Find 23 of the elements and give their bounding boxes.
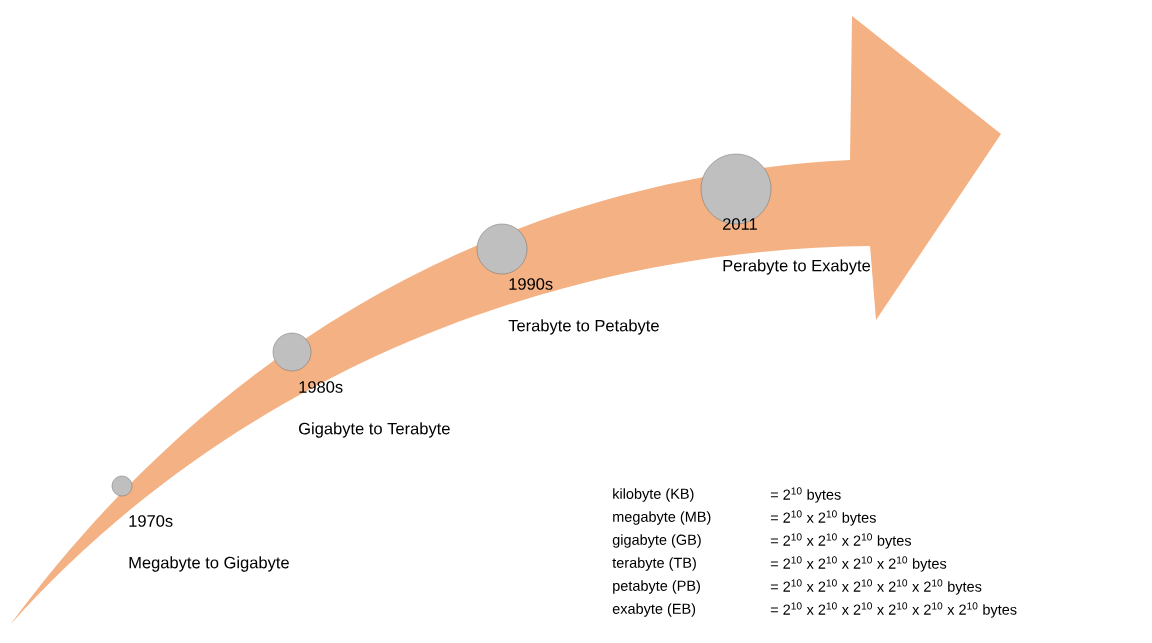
table-cell: terabyte (TB) <box>612 557 696 571</box>
period-label: Megabyte to Gigabyte <box>129 556 289 572</box>
table-cell: = 2$^{10}$ x 2$^{10}$ x 2$^{10}$ x 2$^{10}$ x 2$^{10}$ bytes <box>770 579 982 595</box>
year-label: 1990s <box>509 278 553 290</box>
year-label: 2011 <box>723 218 757 230</box>
circle-marker <box>476 223 528 275</box>
table-cell: kilobyte (KB) <box>613 488 694 502</box>
table-cell: = 2$^{10}$ x 2$^{10}$ bytes <box>770 510 876 526</box>
period-label: Terabyte to Petabyte <box>508 319 659 335</box>
period-label: Gigabyte to Terabyte <box>299 422 450 438</box>
table-cell: gigabyte (GB) <box>612 534 701 548</box>
table-cell: exabyte (EB) <box>612 603 696 617</box>
year-label: 1970s <box>129 515 173 527</box>
circle-marker <box>111 475 133 497</box>
table-cell: megabyte (MB) <box>613 511 711 525</box>
year-label: 1980s <box>299 381 343 393</box>
table-cell: = 2$^{10}$ bytes <box>770 487 841 503</box>
table-cell: petabyte (PB) <box>613 580 700 594</box>
table-cell: = 2$^{10}$ x 2$^{10}$ x 2$^{10}$ x 2$^{10}$ bytes <box>770 556 947 572</box>
period-label: Perabyte to Exabyte <box>723 259 871 275</box>
table-cell: = 2$^{10}$ x 2$^{10}$ x 2$^{10}$ bytes <box>770 533 912 549</box>
circle-marker <box>272 332 312 372</box>
table-cell: = 2$^{10}$ x 2$^{10}$ x 2$^{10}$ x 2$^{10}$ x 2$^{10}$ x 2$^{10}$ bytes <box>770 602 1017 618</box>
